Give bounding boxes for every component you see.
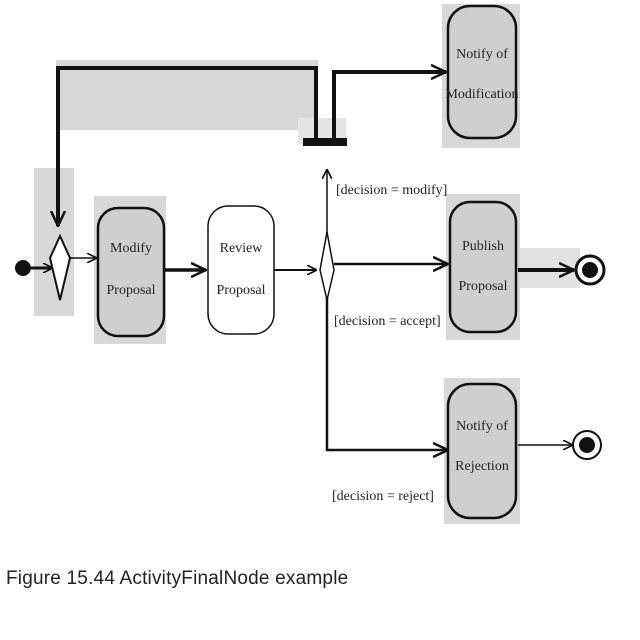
node-label-line2: Proposal	[107, 283, 156, 298]
node-label-line1: Notify of	[456, 47, 508, 62]
figure-caption: Figure 15.44 ActivityFinalNode example	[6, 568, 349, 589]
node-label-line2: Rejection	[455, 459, 509, 474]
action-notify-modification: Notify of Modification	[445, 4, 519, 140]
action-review-proposal: Review Proposal	[207, 205, 275, 335]
edge-fork-to-merge	[58, 66, 318, 226]
edge-decision-to-notify-rejection	[325, 282, 448, 450]
activity-final-node	[572, 430, 602, 460]
fork-bar	[303, 138, 347, 146]
action-modify-proposal: Modify Proposal	[96, 206, 166, 338]
node-label-line1: Notify of	[456, 419, 508, 434]
node-label-line1: Publish	[462, 239, 504, 254]
action-publish-proposal: Publish Proposal	[448, 200, 518, 334]
decision-node	[319, 231, 335, 301]
node-label-line2: Modification	[445, 87, 518, 102]
node-label-line1: Modify	[110, 241, 152, 256]
node-label-line2: Proposal	[217, 283, 266, 298]
activity-final-node	[574, 254, 606, 286]
edge-fork-to-notify-modification	[332, 72, 446, 140]
merge-node	[48, 233, 72, 301]
guard-label-reject: [decision = reject]	[332, 489, 434, 504]
guard-label-accept: [decision = accept]	[334, 314, 441, 329]
guard-label-modify: [decision = modify]	[336, 183, 447, 198]
node-label-line1: Review	[220, 241, 264, 256]
action-notify-rejection: Notify of Rejection	[446, 382, 518, 520]
initial-node	[15, 260, 31, 276]
node-label-line2: Proposal	[459, 279, 508, 294]
edges	[31, 68, 574, 450]
